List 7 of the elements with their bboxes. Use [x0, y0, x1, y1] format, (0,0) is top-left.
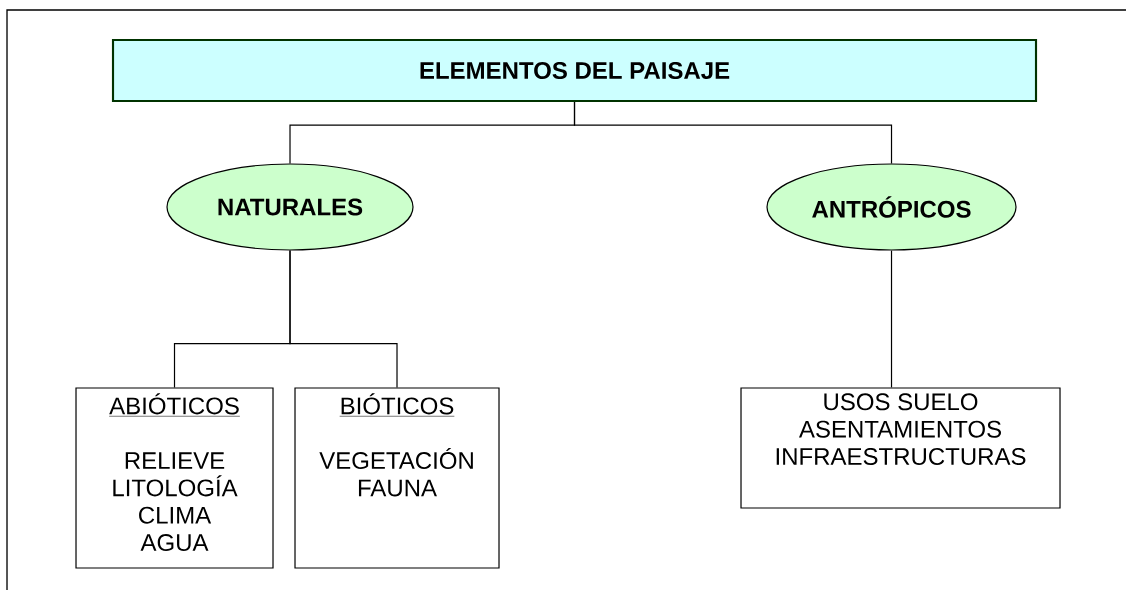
connector-line: [573, 101, 893, 164]
list-box: USOS SUELO ASENTAMIENTOS INFRAESTRUCTURAS: [740, 387, 1061, 509]
title-box: ELEMENTOS DEL PAISAJE: [111, 38, 1038, 103]
connector-line: [890, 250, 893, 388]
category-box: ABIÓTICOS RELIEVE LITOLOGÍA CLIMA AGUA: [75, 387, 274, 569]
connector-line: [289, 250, 398, 388]
category-box: BIÓTICOS VEGETACIÓN FAUNA: [294, 387, 500, 569]
